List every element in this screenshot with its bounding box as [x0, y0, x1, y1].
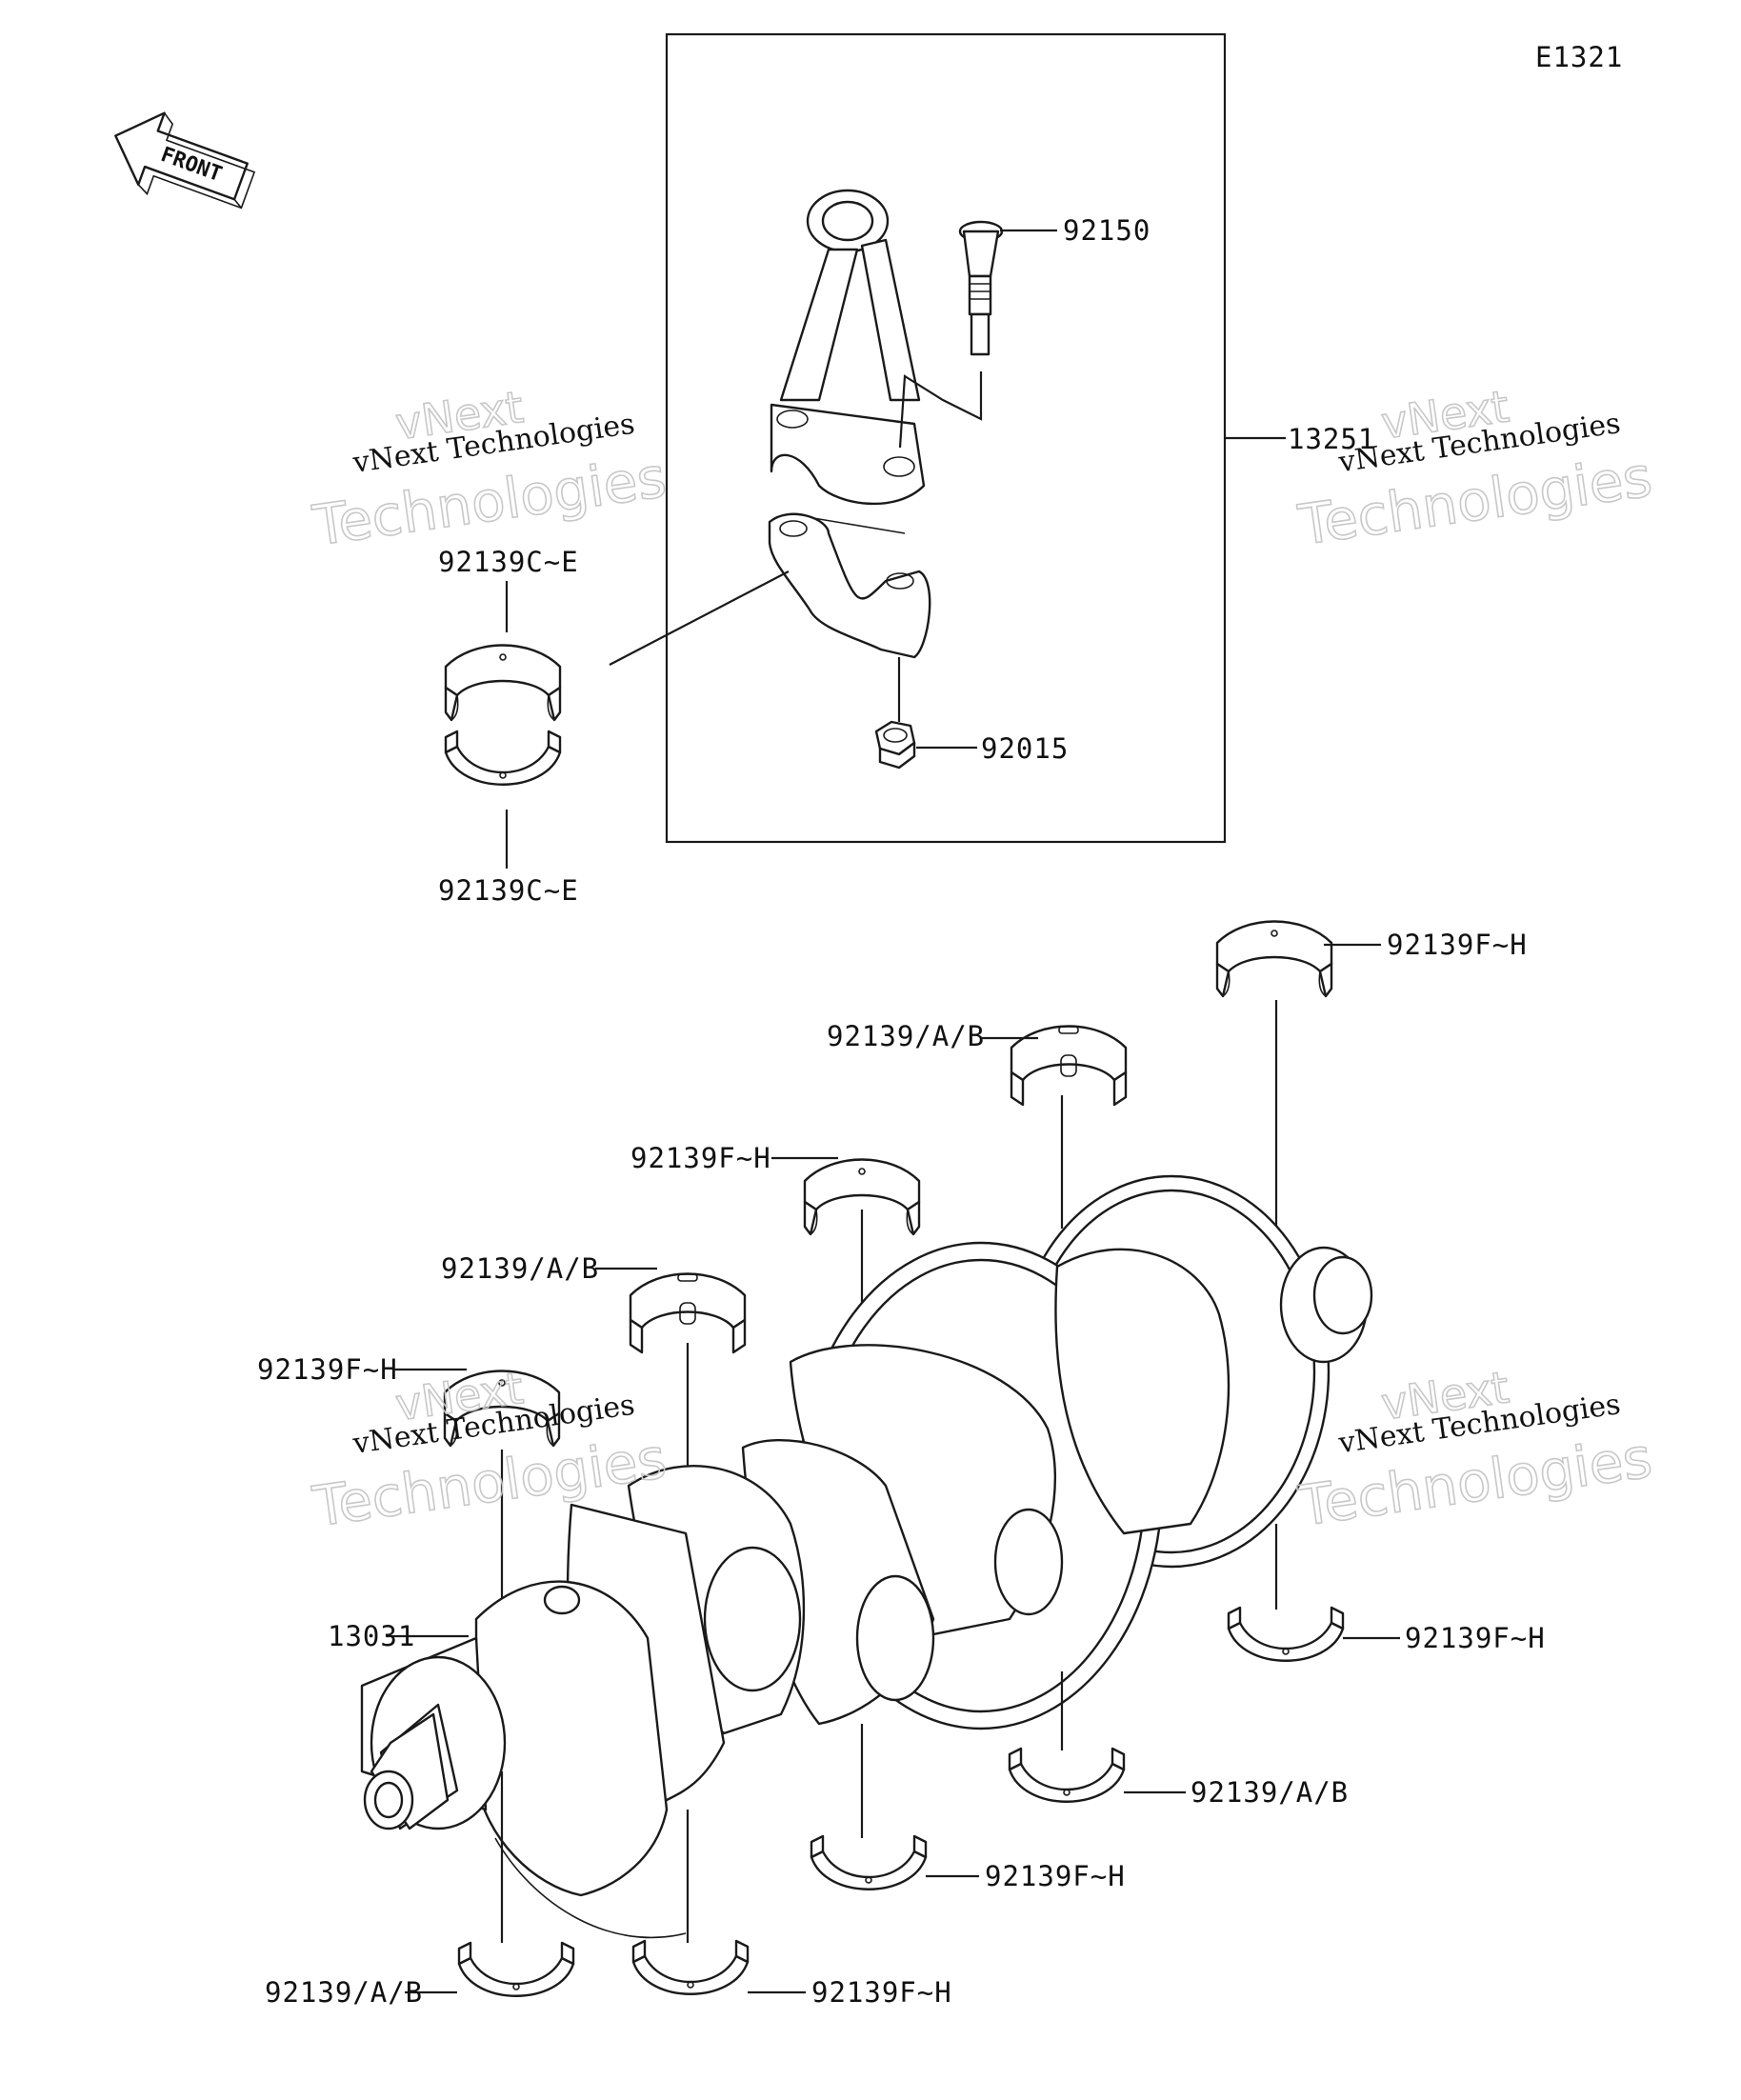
main-bearing-9: [631, 1939, 750, 1995]
callout-92139fh-3: 92139F~H: [257, 1353, 398, 1386]
connecting-rod-assembly-box: [665, 32, 1227, 844]
main-bearing-4: [629, 1272, 747, 1354]
watermark-left-top: vNext vNext Technologies Technologies: [308, 380, 670, 559]
main-bearing-7: [1008, 1747, 1126, 1803]
connecting-rod: [770, 189, 926, 534]
main-bearing-6: [1227, 1606, 1345, 1662]
callout-92015: 92015: [981, 732, 1069, 765]
rod-bearing-upper: [444, 644, 562, 722]
callout-92139ce-bot: 92139C~E: [438, 874, 579, 907]
watermark-right-bottom: vNext vNext Technologies Technologies: [1293, 1361, 1656, 1540]
callout-92139fh-6: 92139/A/B: [265, 1976, 423, 2009]
callout-92139fh-4: 92139F~H: [1405, 1622, 1546, 1654]
callout-92150: 92150: [1063, 214, 1151, 247]
watermark-right-top: vNext vNext Technologies Technologies: [1293, 380, 1656, 559]
rod-bearing-lower: [444, 730, 562, 786]
callout-92139ab-2: 92139/A/B: [441, 1252, 599, 1285]
callout-92139fh-2: 92139F~H: [630, 1142, 771, 1174]
crankshaft: [360, 1174, 1373, 1939]
callout-92139ab-4: 92139F~H: [811, 1976, 952, 2009]
callout-92139ab-1: 92139/A/B: [827, 1020, 985, 1052]
callout-13251: 13251: [1288, 423, 1375, 455]
callout-92139ab-3: 92139/A/B: [1191, 1776, 1349, 1809]
main-bearing-1: [1215, 920, 1333, 998]
callout-13031: 13031: [328, 1620, 415, 1652]
connecting-rod-bolt: [958, 220, 1004, 356]
diagram-code: E1321: [1535, 41, 1623, 73]
front-direction-arrow-icon: FRONT: [114, 111, 256, 210]
connecting-rod-nut: [874, 720, 916, 770]
main-bearing-8: [810, 1834, 928, 1890]
callout-92139fh-5: 92139F~H: [985, 1860, 1126, 1892]
callout-92139fh-1: 92139F~H: [1387, 929, 1528, 961]
callout-92139ce-top: 92139C~E: [438, 546, 579, 578]
main-bearing-10: [457, 1941, 575, 1997]
connecting-rod-cap: [768, 512, 931, 659]
